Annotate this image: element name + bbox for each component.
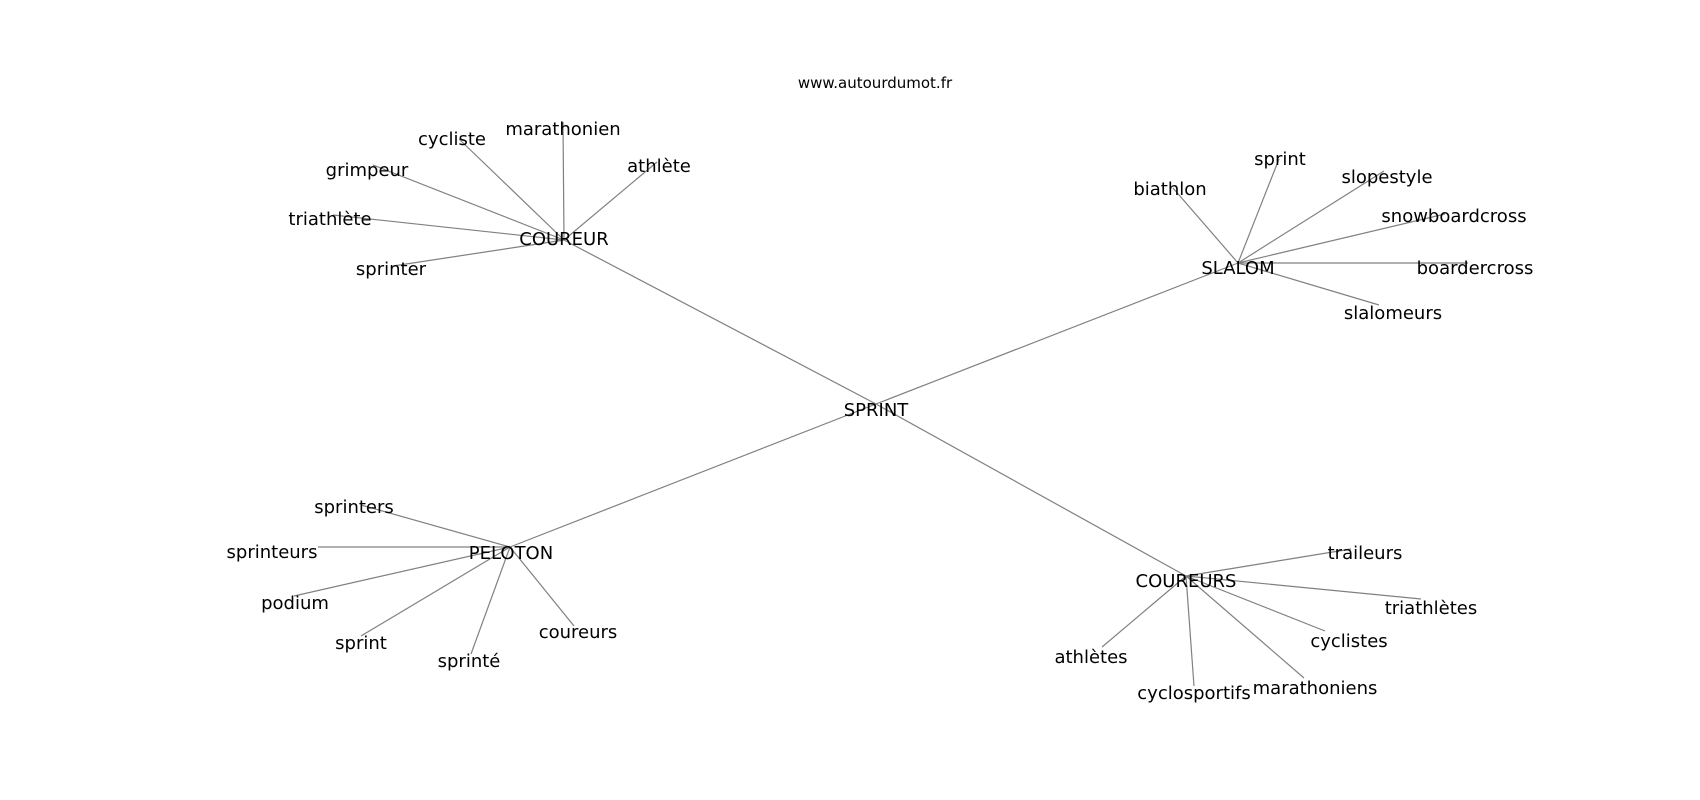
edge-slalom-slopestyle [1237, 170, 1385, 264]
edge-coureurs-marathoniens [1185, 575, 1305, 679]
node-leaf-peloton-sprinters[interactable]: sprinters [314, 497, 394, 518]
node-leaf-coureur-marathonien[interactable]: marathonien [505, 119, 620, 140]
edge-coureurs-athletes [1101, 575, 1187, 648]
node-leaf-coureur-athlete[interactable]: athlète [627, 156, 691, 177]
node-leaf-coureur-triathlete[interactable]: triathlète [288, 209, 371, 230]
edge-coureurs-cyclistes [1185, 575, 1326, 632]
node-leaf-slalom-sprint[interactable]: sprint [1254, 149, 1306, 170]
node-leaf-coureurs-traileurs[interactable]: traileurs [1328, 543, 1403, 564]
edge-slalom-slalomeurs [1237, 262, 1380, 306]
site-url-label[interactable]: www.autourdumot.fr [798, 74, 953, 92]
edge-peloton-sprint [360, 546, 511, 637]
graph-labels: SPRINT COUREUR cycliste marathonien athlète g… [227, 119, 1534, 704]
edge-coureur-triathlete [332, 214, 565, 241]
node-leaf-coureur-sprinter[interactable]: sprinter [356, 259, 427, 280]
edge-peloton-podium [293, 546, 511, 597]
node-leaf-coureur-grimpeur[interactable]: grimpeur [326, 160, 409, 181]
node-leaf-peloton-coureurs[interactable]: coureurs [539, 622, 618, 643]
edge-center-coureur [563, 239, 877, 405]
edge-coureurs-triathletes [1185, 575, 1422, 600]
node-leaf-coureurs-triathletes[interactable]: triathlètes [1385, 598, 1478, 619]
node-leaf-slalom-biathlon[interactable]: biathlon [1133, 179, 1206, 200]
node-leaf-slalom-slalomeurs[interactable]: slalomeurs [1344, 303, 1442, 324]
node-hub-peloton[interactable]: PELOTON [469, 543, 553, 564]
node-leaf-coureurs-cyclistes[interactable]: cyclistes [1310, 631, 1387, 652]
edge-peloton-coureurs [509, 546, 575, 627]
node-leaf-coureurs-athletes[interactable]: athlètes [1054, 647, 1127, 668]
edge-coureur-grimpeur [372, 164, 565, 241]
node-hub-coureur[interactable]: COUREUR [519, 229, 608, 250]
node-hub-coureurs[interactable]: COUREURS [1136, 571, 1237, 592]
edge-coureur-sprinter [392, 239, 565, 267]
edge-coureurs-traileurs [1185, 548, 1352, 577]
node-leaf-slalom-snowboardcross[interactable]: snowboardcross [1381, 206, 1526, 227]
edge-coureur-athlete [563, 161, 658, 241]
edge-center-coureurs [875, 403, 1187, 577]
edge-peloton-sprinters [360, 504, 511, 548]
graph-edges [293, 121, 1468, 687]
node-leaf-peloton-sprinteurs[interactable]: sprinteurs [227, 542, 318, 563]
node-leaf-coureurs-marathoniens[interactable]: marathoniens [1253, 678, 1378, 699]
node-leaf-coureurs-cyclosportifs[interactable]: cyclosportifs [1137, 683, 1250, 704]
edge-coureurs-cyclosportifs [1185, 575, 1195, 687]
node-leaf-coureur-cycliste[interactable]: cycliste [418, 129, 486, 150]
edge-center-slalom [875, 262, 1239, 405]
edge-coureur-cycliste [458, 138, 565, 241]
edge-slalom-biathlon [1172, 187, 1239, 264]
edge-peloton-sprinte [470, 546, 511, 655]
edge-coureur-marathonien [562, 121, 565, 241]
edge-slalom-snowboardcross [1237, 213, 1446, 264]
node-hub-slalom[interactable]: SLALOM [1201, 258, 1274, 279]
node-leaf-peloton-sprint[interactable]: sprint [335, 633, 387, 654]
node-leaf-slalom-slopestyle[interactable]: slopestyle [1341, 167, 1432, 188]
node-leaf-peloton-podium[interactable]: podium [261, 593, 329, 614]
node-leaf-peloton-sprinte[interactable]: sprinté [438, 651, 501, 672]
node-leaf-slalom-boardercross[interactable]: boardercross [1417, 258, 1534, 279]
edge-slalom-sprint [1237, 158, 1280, 264]
node-center-sprint[interactable]: SPRINT [844, 400, 910, 421]
edge-center-peloton [509, 403, 877, 548]
